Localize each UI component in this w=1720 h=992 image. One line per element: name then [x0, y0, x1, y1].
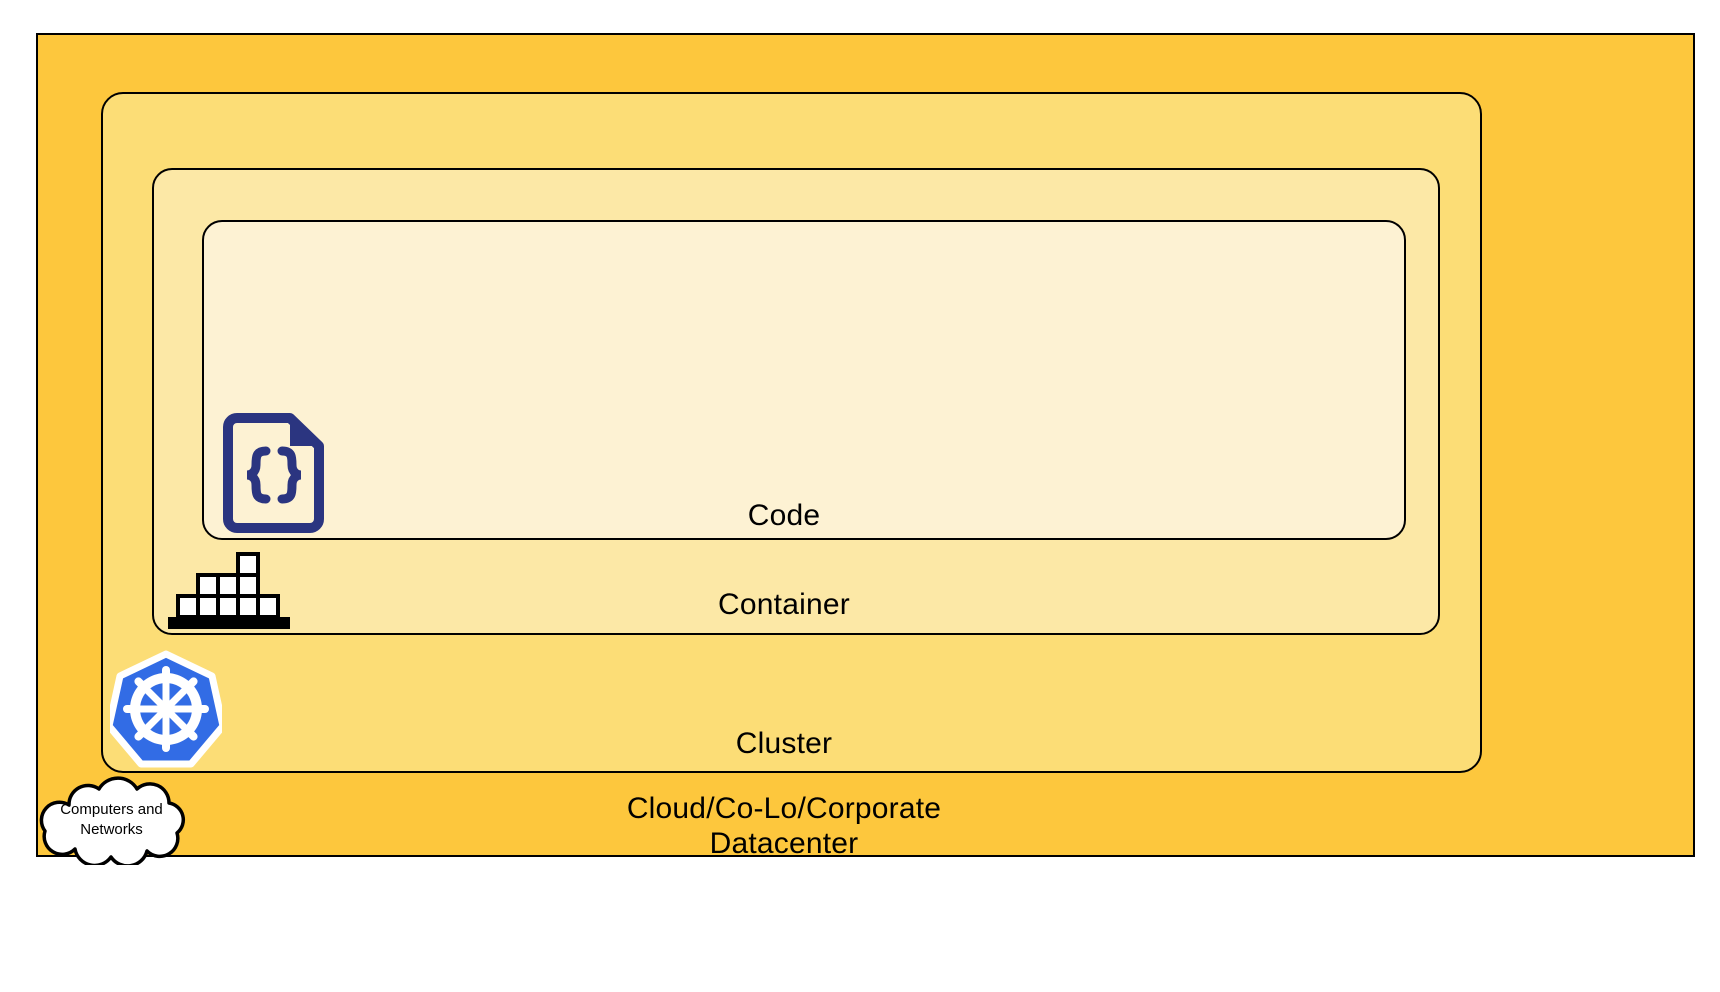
layer-label-code: Code: [747, 499, 821, 532]
cloud-shape-icon: [39, 776, 186, 865]
layer-label-cluster: Cluster: [735, 727, 833, 760]
layer-box-code[interactable]: [202, 220, 1406, 540]
code-file-icon: [220, 413, 324, 533]
layer-label-container: Container: [718, 588, 850, 621]
kubernetes-icon: [105, 650, 227, 768]
layer-label-datacenter: Cloud/Co-Lo/Corporate Datacenter: [626, 792, 942, 860]
container-blocks-icon: [168, 551, 290, 629]
computers-and-networks-cloud[interactable]: Computers and Networks: [29, 775, 194, 865]
